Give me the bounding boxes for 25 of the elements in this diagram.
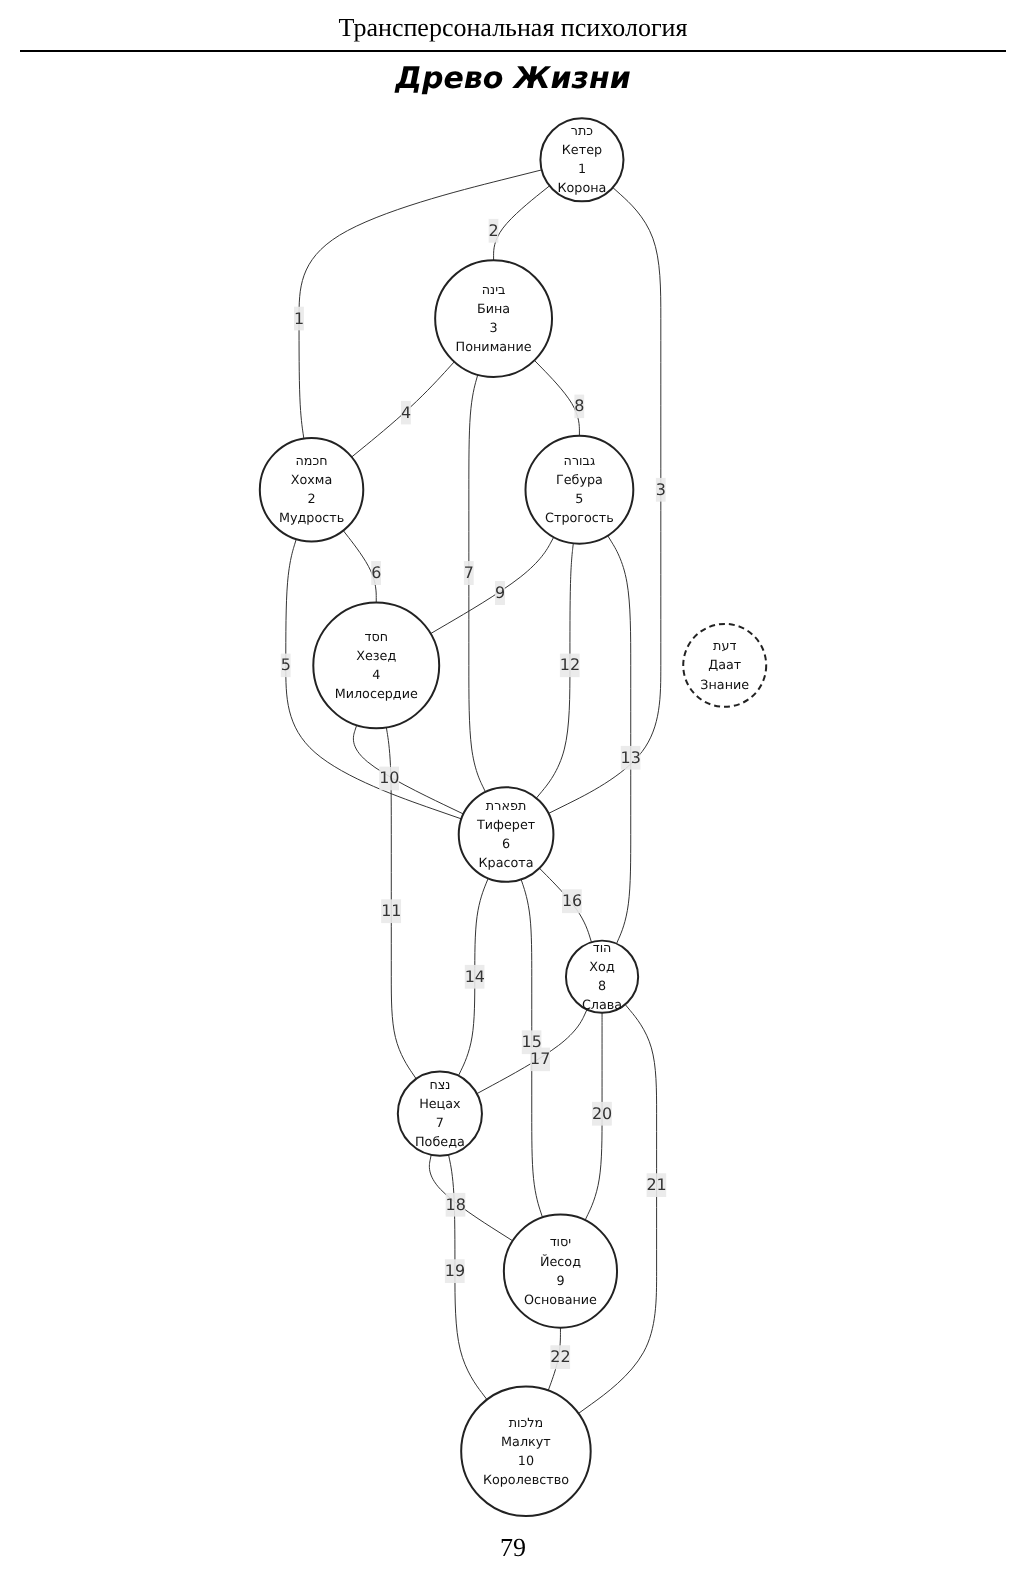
connector [428, 1154, 514, 1242]
running-header: Трансперсональная психология [20, 12, 1006, 52]
connector [448, 1154, 488, 1401]
connector [476, 1009, 588, 1095]
connector [342, 530, 377, 603]
connector [430, 536, 555, 635]
connector [577, 1003, 658, 1414]
connector [520, 878, 544, 1218]
connector [547, 1327, 561, 1391]
connector [385, 727, 417, 1080]
connector [538, 867, 592, 943]
connector [548, 187, 662, 814]
connector [352, 724, 464, 815]
connector [493, 185, 551, 261]
connector [457, 877, 489, 1077]
connector [535, 542, 574, 799]
diagram-title: Древо Жизни [395, 60, 631, 96]
connector [468, 374, 486, 793]
connector [351, 361, 455, 458]
connector [584, 1012, 603, 1221]
connector [285, 538, 462, 820]
connector [298, 169, 543, 440]
page-number: 79 [500, 1532, 526, 1564]
connector [607, 535, 632, 945]
connector [533, 359, 580, 437]
